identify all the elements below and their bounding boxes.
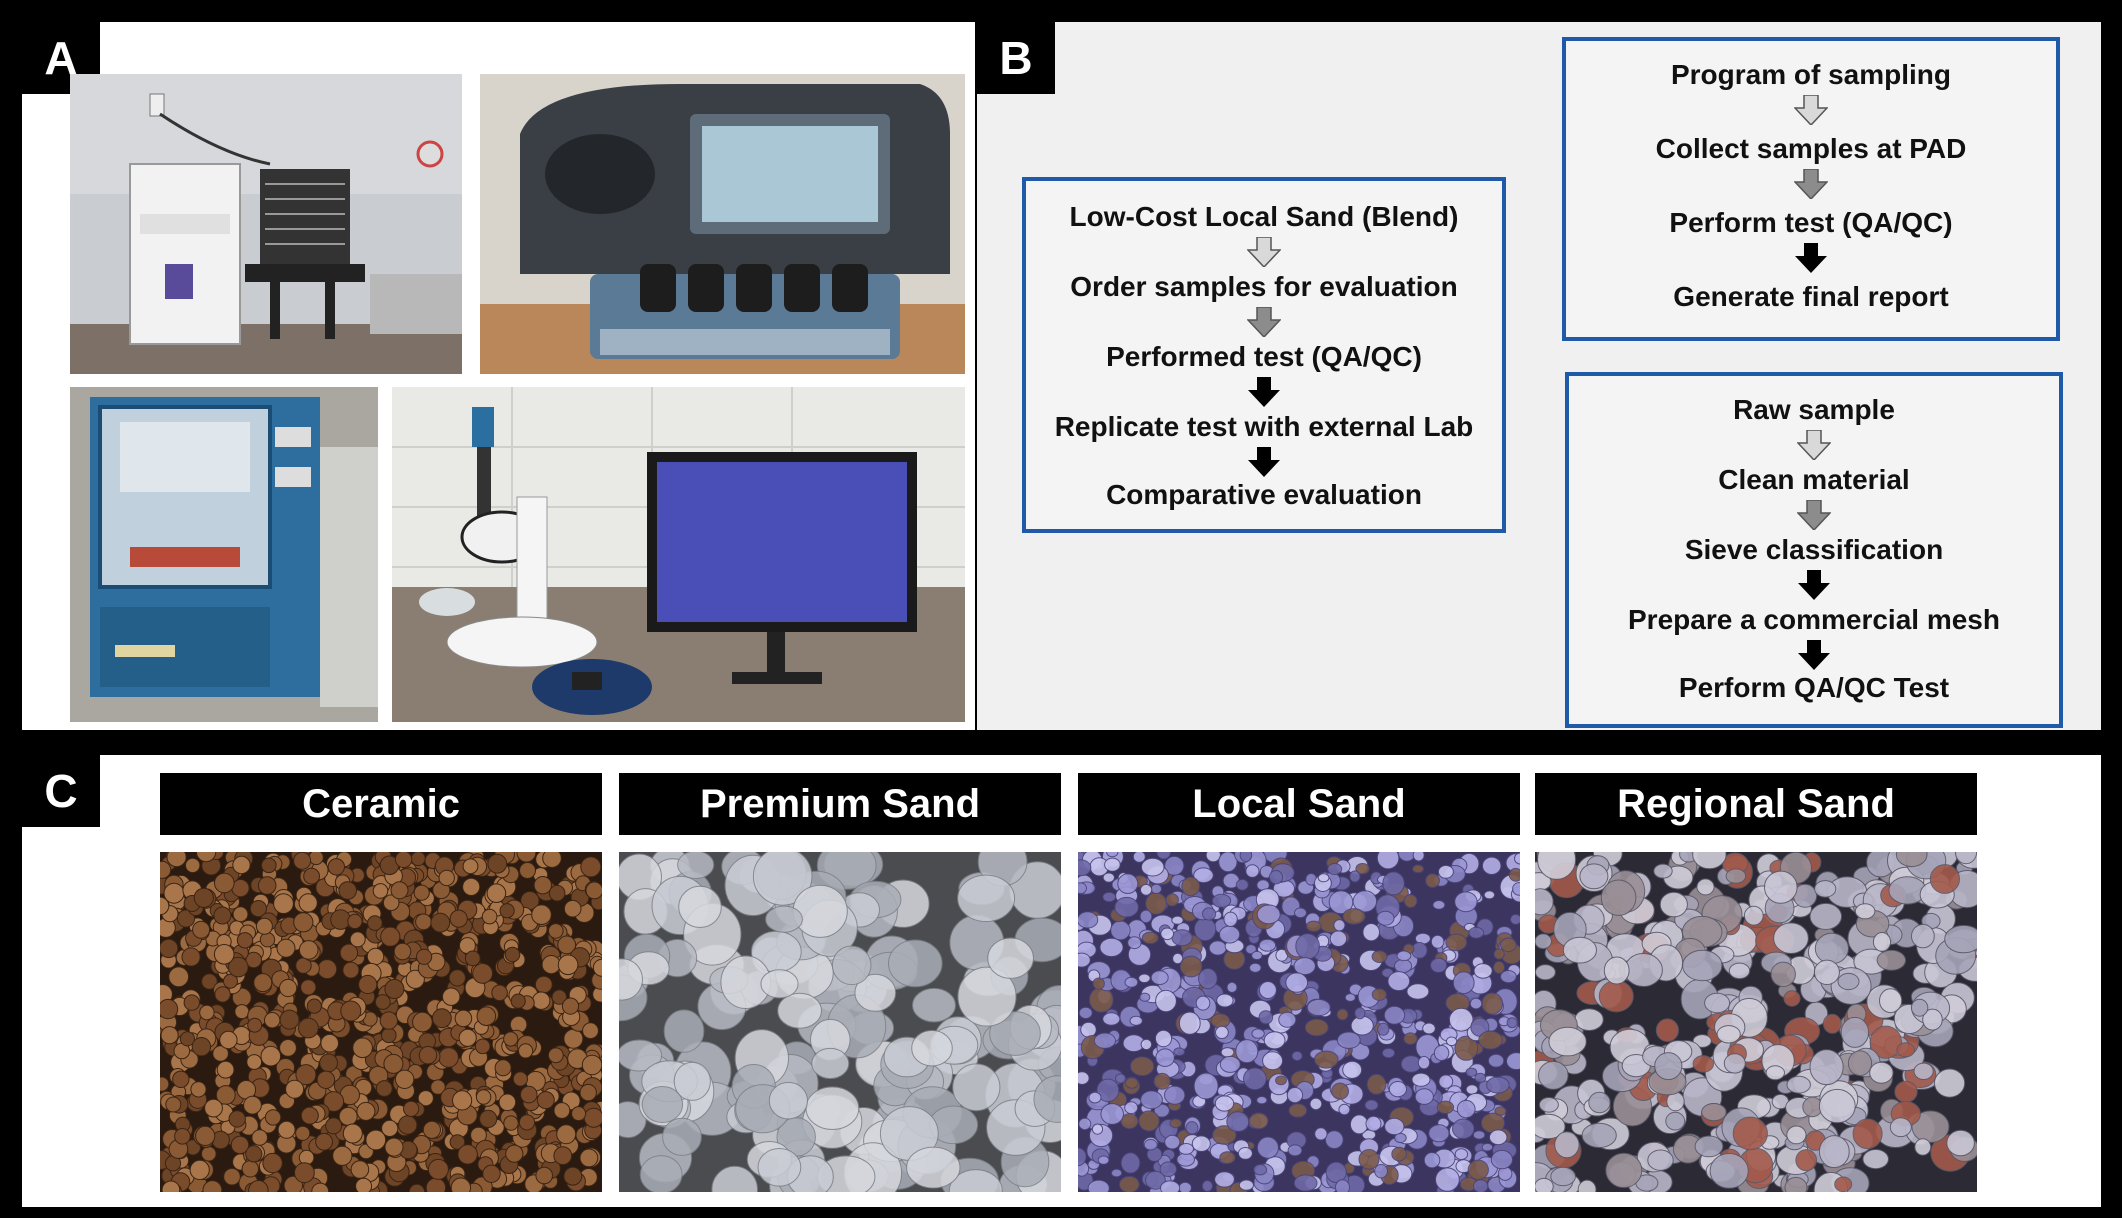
premium-sand-sample-image [619,852,1061,1192]
stereo-microscope-photo [392,387,965,722]
flow-step: Comparative evaluation [1106,479,1422,510]
flow-step: Prepare a commercial mesh [1628,604,2000,635]
regional-sand-sample-image [1535,852,1977,1192]
panel-c-letter: C [22,755,100,827]
sample-label-local-sand: Local Sand [1078,773,1520,835]
flow-step: Order samples for evaluation [1070,271,1458,302]
flow-step: Raw sample [1733,394,1895,425]
evaluation-flowchart: Low-Cost Local Sand (Blend) Order sample… [1022,177,1506,533]
crush-test-machine-photo [70,387,378,722]
flow-step: Generate final report [1673,281,1949,312]
spectrophotometer-photo [480,74,965,374]
panel-b-letter: B [977,22,1055,94]
flow-step: Perform test (QA/QC) [1669,207,1953,238]
arrow-down-icon [1797,430,1831,460]
local-sand-sample-image [1078,852,1520,1192]
arrow-down-icon [1247,237,1281,267]
flow-step: Program of sampling [1670,59,1952,90]
sieve-shaker-photo [70,74,462,374]
sampling-flowchart: Program of sampling Collect samples at P… [1562,37,2060,341]
sample-label-ceramic: Ceramic [160,773,602,835]
flow-step: Performed test (QA/QC) [1106,341,1422,372]
arrow-down-icon [1797,570,1831,600]
arrow-down-icon [1247,447,1281,477]
arrow-down-icon [1794,95,1828,125]
flow-step: Low-Cost Local Sand (Blend) [1069,201,1459,232]
arrow-down-icon [1247,377,1281,407]
panel-a: A [22,22,975,730]
flow-step: Clean material [1718,464,1910,495]
arrow-down-icon [1797,640,1831,670]
processing-flowchart: Raw sample Clean material Sieve classifi… [1565,372,2063,728]
panel-c: C Ceramic Premium Sand Local Sand Region… [22,755,2101,1207]
arrow-down-icon [1797,500,1831,530]
flow-step: Collect samples at PAD [1655,133,1967,164]
arrow-down-icon [1794,243,1828,273]
panel-b: B Low-Cost Local Sand (Blend) Order samp… [977,22,2101,730]
arrow-down-icon [1794,169,1828,199]
flow-step: Sieve classification [1684,534,1944,565]
ceramic-sample-image [160,852,602,1192]
flow-step: Replicate test with external Lab [1054,411,1474,442]
sample-label-premium-sand: Premium Sand [619,773,1061,835]
flow-step: Perform QA/QC Test [1678,672,1950,703]
arrow-down-icon [1247,307,1281,337]
sample-label-regional-sand: Regional Sand [1535,773,1977,835]
